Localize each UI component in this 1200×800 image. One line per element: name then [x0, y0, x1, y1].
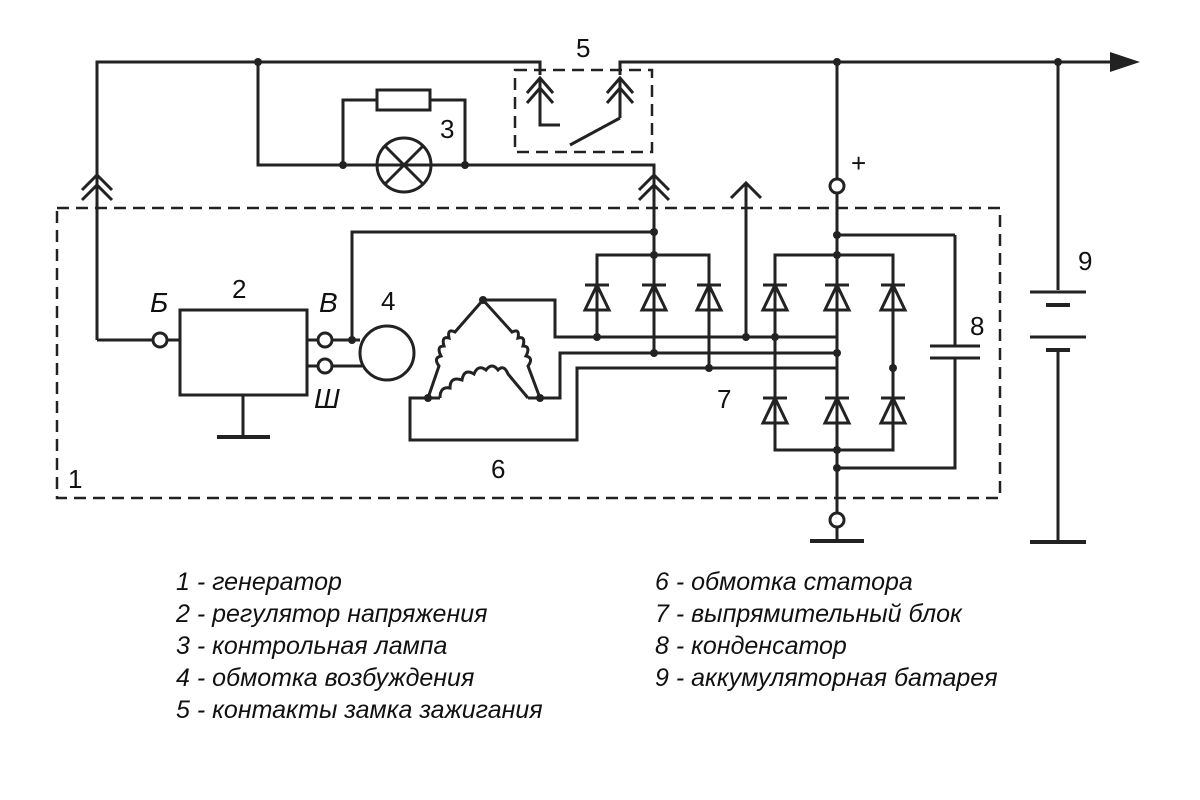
label-1: 1: [68, 464, 82, 494]
voltage-regulator: [97, 308, 334, 439]
legend-item: 1 - генератор: [176, 568, 342, 596]
stator-winding: [408, 296, 837, 442]
legend-item: 4 - обмотка возбуждения: [176, 664, 475, 692]
label-5: 5: [576, 33, 590, 63]
label-6: 6: [491, 454, 505, 484]
label-terminal-b: Б: [150, 287, 168, 318]
legend-item: 3 - контрольная лампа: [176, 632, 448, 660]
resistor: [375, 88, 432, 112]
legend-item: 9 - аккумуляторная батарея: [655, 664, 998, 692]
legend-item: 6 - обмотка статора: [655, 568, 913, 596]
label-8: 8: [970, 311, 984, 341]
legend-right: 6 - обмотка статора 7 - выпрямительный б…: [655, 566, 998, 694]
label-terminal-v: В: [319, 287, 338, 318]
label-4: 4: [381, 286, 395, 316]
battery: [1030, 290, 1086, 544]
label-2: 2: [232, 274, 246, 304]
legend-left: 1 - генератор 2 - регулятор напряжения 3…: [176, 566, 543, 726]
top-junctions: [254, 58, 1062, 169]
label-terminal-sh: Ш: [314, 383, 340, 414]
label-7: 7: [717, 384, 731, 414]
label-9: 9: [1078, 246, 1092, 276]
legend-item: 7 - выпрямительный блок: [655, 600, 962, 628]
output-arrow: [1110, 52, 1140, 72]
control-lamp: [375, 136, 433, 194]
legend-item: 5 - контакты замка зажигания: [176, 696, 543, 724]
plus-terminal: [828, 177, 846, 195]
ignition-switch-contacts: [525, 75, 635, 147]
top-wiring: [95, 60, 1110, 540]
ignition-switch-box: [513, 68, 654, 154]
generator-enclosure: [55, 206, 1002, 500]
rectifier-block: [348, 194, 980, 520]
connector-chevrons: [80, 172, 763, 335]
legend-item: 2 - регулятор напряжения: [176, 600, 488, 628]
legend-item: 8 - конденсатор: [655, 632, 847, 660]
ground-terminal: [810, 511, 864, 543]
label-3: 3: [440, 114, 454, 144]
label-plus: +: [851, 148, 866, 178]
